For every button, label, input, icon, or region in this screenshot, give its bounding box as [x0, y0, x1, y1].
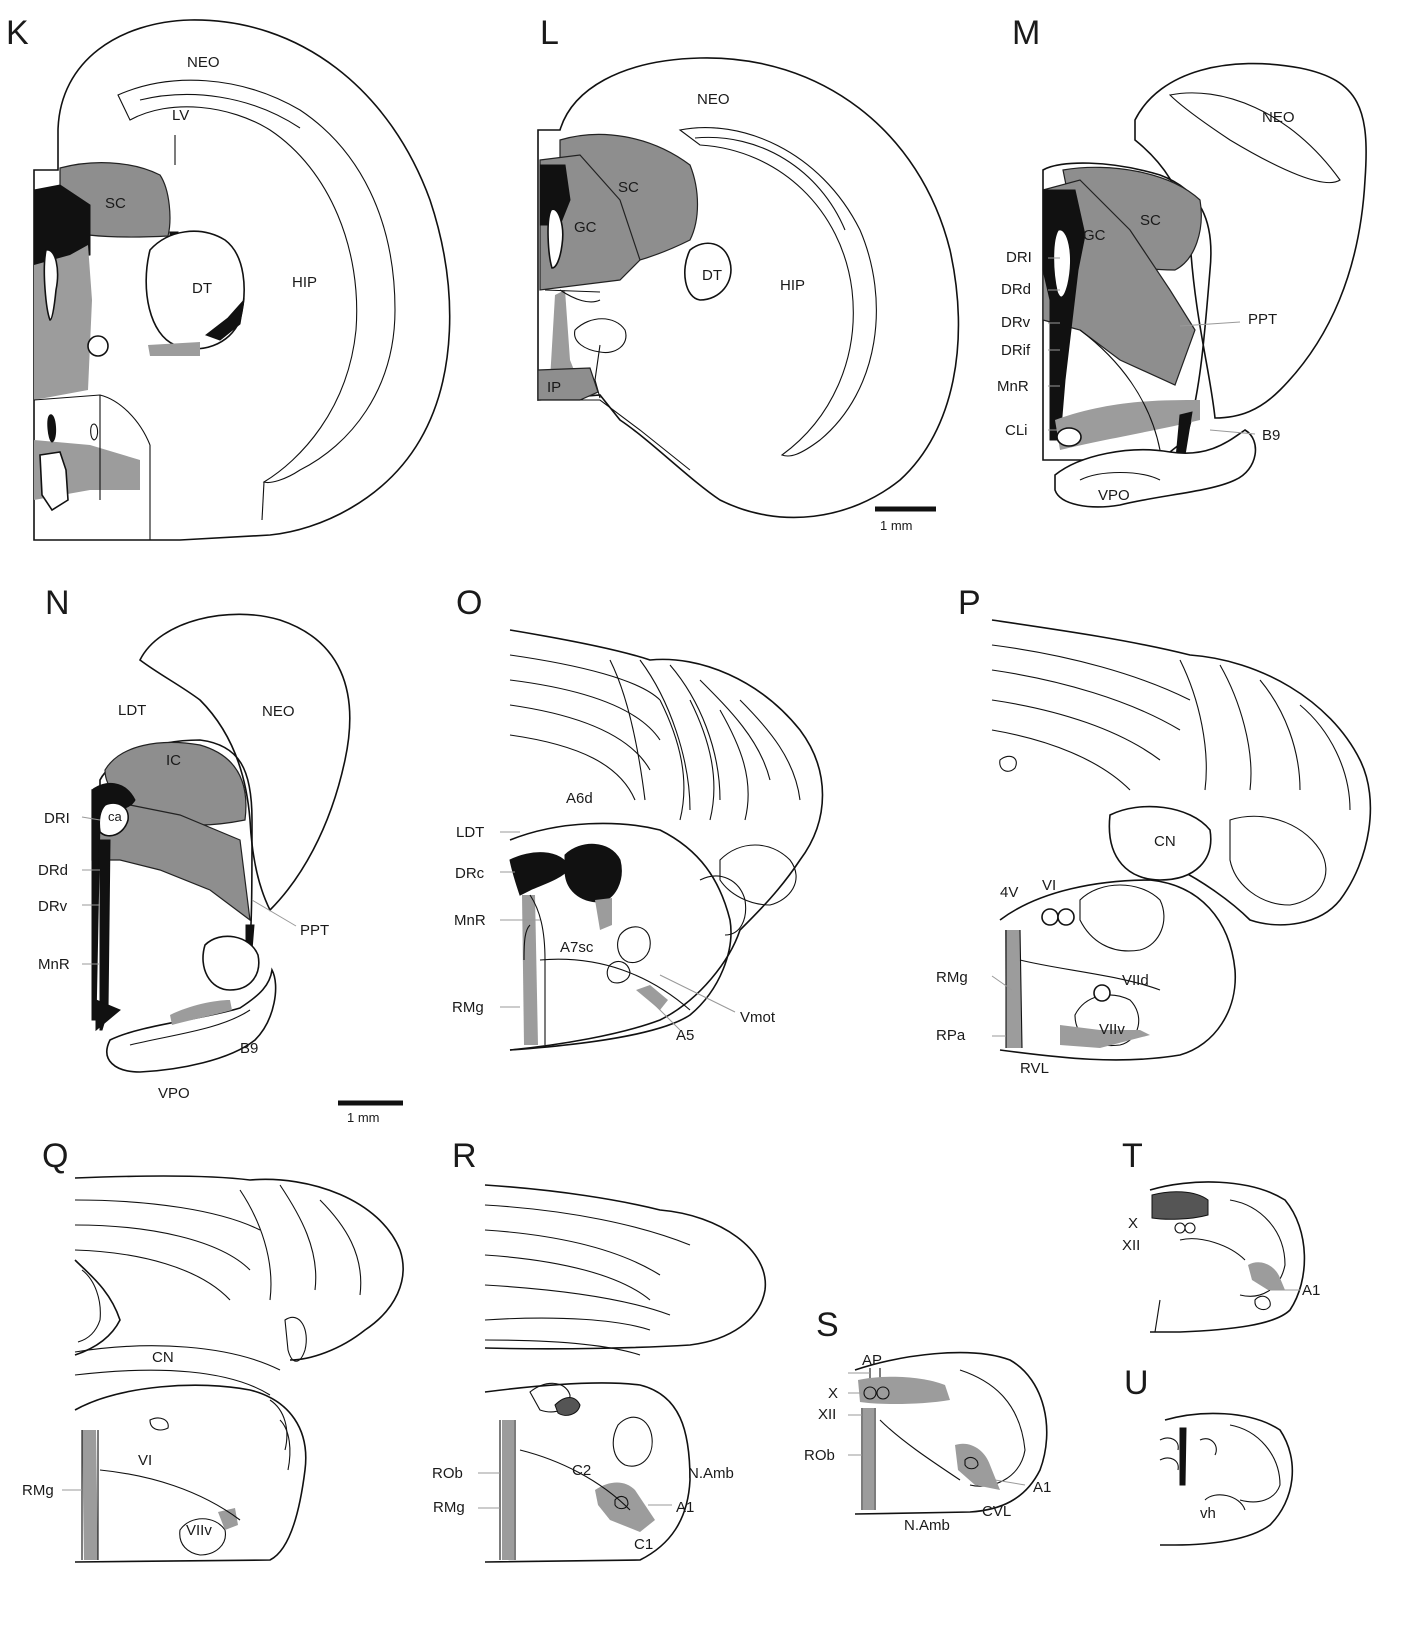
label-ldt: LDT [118, 702, 146, 719]
label-mnr: MnR [454, 912, 486, 929]
label-hip: HIP [780, 277, 805, 294]
label-x: X [1128, 1215, 1138, 1232]
label-rpa: RPa [936, 1027, 966, 1044]
label-sc: SC [1140, 212, 1161, 229]
label-rob: ROb [804, 1447, 835, 1464]
label-x: X [828, 1385, 838, 1402]
panel-letter-o: O [456, 584, 482, 622]
panel-m: M NEO SC GC DRI DRd DRv DRif MnR CLi PPT… [997, 14, 1366, 507]
label-cn: CN [152, 1349, 174, 1366]
panel-p: P CN 4V VI RMg VIId RPa VIIv RVL [936, 584, 1370, 1077]
label-ip: IP [547, 379, 561, 396]
label-vpo: VPO [1098, 487, 1130, 504]
label-a7sc: A7sc [560, 939, 594, 956]
panel-r: R C2 N.Amb ROb RMg A1 C1 [432, 1137, 765, 1562]
label-drc: DRc [455, 865, 485, 882]
label-ap: AP [862, 1352, 882, 1369]
label-c1: C1 [634, 1536, 653, 1553]
panel-letter-r: R [452, 1137, 477, 1175]
label-namb: N.Amb [904, 1517, 950, 1534]
label-neo: NEO [697, 91, 730, 108]
panel-k: K NEO LV SC DT HIP [6, 14, 450, 540]
panel-letter-t: T [1122, 1137, 1143, 1175]
label-vmot: Vmot [740, 1009, 776, 1026]
panel-l: L 1 mm NEO SC GC DT HIP IP [538, 14, 958, 533]
label-cn: CN [1154, 833, 1176, 850]
label-cli: CLi [1005, 422, 1028, 439]
panel-n: N 1 mm LDT NEO IC ca DRI DRd DRv MnR PPT… [38, 584, 403, 1125]
panel-letter-m: M [1012, 14, 1040, 52]
label-dri: DRI [1006, 249, 1032, 266]
label-drv: DRv [38, 898, 68, 915]
panel-s: S AP X XII ROb A1 CVL N.Amb [804, 1306, 1051, 1534]
label-ppt: PPT [1248, 311, 1277, 328]
label-a1: A1 [1302, 1282, 1320, 1299]
label-rmg: RMg [433, 1499, 465, 1516]
panel-letter-p: P [958, 584, 981, 622]
label-dri: DRI [44, 810, 70, 827]
label-rvl: RVL [1020, 1060, 1049, 1077]
panel-u: U vh [1124, 1364, 1292, 1545]
label-ic: IC [166, 752, 181, 769]
label-vh: vh [1200, 1505, 1216, 1522]
scale-label-n: 1 mm [347, 1110, 380, 1125]
label-b9: B9 [240, 1040, 258, 1057]
label-drif: DRif [1001, 342, 1031, 359]
label-neo: NEO [1262, 109, 1295, 126]
label-vpo: VPO [158, 1085, 190, 1102]
panel-letter-l: L [540, 14, 559, 52]
label-drv: DRv [1001, 314, 1031, 331]
scale-label-l: 1 mm [880, 518, 913, 533]
label-sc: SC [618, 179, 639, 196]
label-viiv: VIIv [1099, 1021, 1125, 1038]
label-drd: DRd [1001, 281, 1031, 298]
label-xii: XII [818, 1406, 836, 1423]
label-viiv: VIIv [186, 1522, 212, 1539]
label-viid: VIId [1122, 972, 1149, 989]
label-mnr: MnR [38, 956, 70, 973]
label-neo: NEO [262, 703, 295, 720]
label-rmg: RMg [22, 1482, 54, 1499]
label-rmg: RMg [452, 999, 484, 1016]
label-rob: ROb [432, 1465, 463, 1482]
label-cvl: CVL [982, 1503, 1011, 1520]
label-xii: XII [1122, 1237, 1140, 1254]
label-sc: SC [105, 195, 126, 212]
panel-letter-q: Q [42, 1137, 68, 1175]
panel-o: O A6d LDT DRc MnR A7sc RMg Vmot A5 [452, 584, 823, 1050]
label-neo: NEO [187, 54, 220, 71]
label-a1: A1 [1033, 1479, 1051, 1496]
label-ca: ca [108, 809, 123, 824]
label-lv: LV [172, 107, 189, 124]
panel-letter-n: N [45, 584, 70, 622]
label-dt: DT [702, 267, 722, 284]
label-vi: VI [138, 1452, 152, 1469]
label-dt: DT [192, 280, 212, 297]
panel-letter-s: S [816, 1306, 839, 1344]
label-a6d: A6d [566, 790, 593, 807]
label-mnr: MnR [997, 378, 1029, 395]
panel-q: Q CN VI RMg VIIv [22, 1137, 403, 1562]
label-namb: N.Amb [688, 1465, 734, 1482]
label-4v: 4V [1000, 884, 1018, 901]
label-ldt: LDT [456, 824, 484, 841]
label-c2: C2 [572, 1462, 591, 1479]
label-vi: VI [1042, 877, 1056, 894]
label-rmg: RMg [936, 969, 968, 986]
label-ppt: PPT [300, 922, 329, 939]
panel-letter-u: U [1124, 1364, 1149, 1402]
panel-t: T X XII A1 [1122, 1137, 1320, 1332]
panel-letter-k: K [6, 14, 29, 52]
label-hip: HIP [292, 274, 317, 291]
label-a5: A5 [676, 1027, 694, 1044]
label-b9: B9 [1262, 427, 1280, 444]
label-gc: GC [574, 219, 597, 236]
label-a1: A1 [676, 1499, 694, 1516]
label-gc: GC [1083, 227, 1106, 244]
label-drd: DRd [38, 862, 68, 879]
